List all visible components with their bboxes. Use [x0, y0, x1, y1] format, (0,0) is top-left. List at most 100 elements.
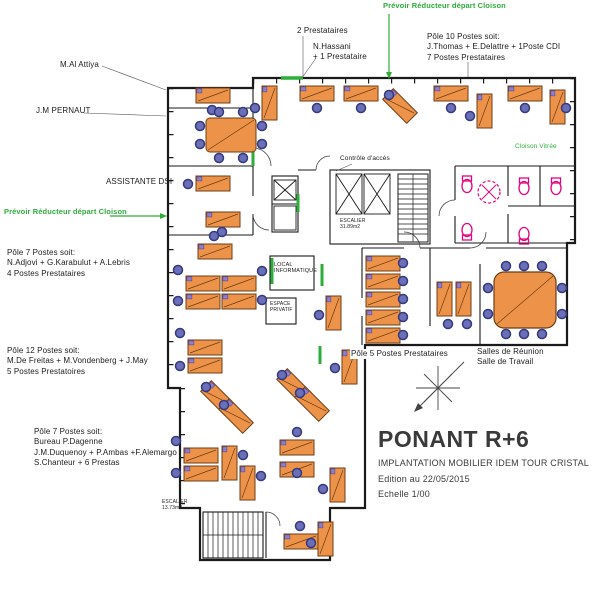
drawing-scale: Echelle 1/00 [378, 489, 430, 499]
label-2-prestataires: 2 Prestataires [297, 26, 348, 35]
chair [519, 102, 531, 114]
desk [279, 439, 315, 456]
chair [249, 102, 261, 114]
desk [507, 85, 543, 102]
label-cloison-vitree: Cloison Vitrée [515, 143, 557, 150]
desk [436, 281, 453, 317]
desk [455, 281, 472, 317]
label-escalier-core: ESCALIER 31.89m2 [340, 218, 366, 230]
desk [187, 357, 223, 374]
chair [397, 257, 409, 269]
chair [560, 102, 572, 114]
desk [195, 87, 231, 104]
chair [208, 230, 220, 242]
wc-icon [461, 222, 473, 241]
wc-icon [461, 175, 473, 194]
label-al-attiya: M.Al Attiya [60, 60, 99, 69]
desk [299, 85, 335, 102]
pmr-circle [477, 180, 501, 204]
chair [182, 178, 194, 190]
meeting-table [194, 106, 268, 164]
chair [383, 89, 395, 101]
desk [183, 447, 219, 464]
label-top-reducer: Prévoir Réducteur départ Cloison [383, 1, 506, 10]
wc-icon [518, 226, 530, 245]
desk [317, 521, 334, 557]
green-leader-arrows [110, 14, 392, 219]
desk [205, 211, 241, 228]
stairwell-core [397, 173, 429, 243]
chair [172, 264, 184, 276]
label-left-reducer: Prévoir Réducteur départ Cloison [4, 207, 127, 216]
chair [237, 449, 249, 461]
window-mullions [167, 77, 575, 508]
desk [261, 85, 278, 121]
desk [365, 255, 401, 272]
chair [329, 362, 341, 374]
chair [461, 318, 473, 330]
chair [397, 275, 409, 287]
desk [221, 445, 238, 481]
label-local-informatique: LOCAL INFORMATIQUE [274, 262, 317, 275]
label-pole12: Pôle 12 Postes soit: M.De Freitas + M.Vo… [7, 346, 148, 376]
desk [476, 93, 493, 129]
chair [170, 467, 182, 479]
chair [397, 329, 409, 341]
desk [221, 293, 257, 310]
chair [313, 309, 325, 321]
stairwell-bottom [203, 512, 263, 558]
chair [445, 102, 457, 114]
chair [200, 381, 212, 393]
chair [355, 102, 367, 114]
drawing-subtitle: IMPLANTATION MOBILIER IDEM TOUR CRISTAL [378, 458, 589, 468]
label-pole7-b: Pôle 7 Postes soit: Bureau P.Dagenne J.M… [34, 427, 177, 468]
label-pole10: Pôle 10 Postes soit: J.Thomas + E.Delatt… [427, 32, 561, 62]
desk [329, 467, 346, 503]
chair [291, 426, 303, 438]
chair [174, 327, 186, 339]
toilet-fixtures [461, 175, 562, 245]
chair [317, 483, 329, 495]
drawing-title: PONANT R+6 [378, 426, 530, 452]
desk [197, 243, 233, 260]
desk [365, 327, 401, 344]
desk [195, 175, 231, 192]
desk [221, 275, 257, 292]
compass-rose [414, 361, 465, 412]
label-hassani: N.Hassani + 1 Prestataire [313, 42, 367, 62]
chair [294, 520, 306, 532]
desk [187, 339, 223, 356]
label-assistante-dsi: ASSISTANTE DSI [106, 177, 173, 186]
chair [276, 369, 288, 381]
wc-icon [518, 177, 530, 196]
chair [174, 360, 186, 372]
core-elevators [273, 173, 391, 231]
label-pole7-a: Pôle 7 Postes soit: N.Adjovi + G.Karabul… [7, 248, 130, 278]
desk [183, 465, 219, 482]
chair [305, 537, 317, 549]
desk [185, 275, 221, 292]
chair [255, 470, 267, 482]
label-pernaut: J.M PERNAUT [36, 106, 91, 115]
chair [294, 387, 306, 399]
label-espace-privatif: ESPACE PRIVATIF [270, 301, 293, 313]
green-partitions [251, 76, 324, 364]
conference-table [482, 260, 568, 340]
chair [291, 467, 303, 479]
furniture [170, 85, 572, 557]
label-controle-acces: Contrôle d'accès [340, 155, 390, 162]
chair [397, 293, 409, 305]
desk [433, 85, 469, 102]
chair [442, 318, 454, 330]
leader-lines [83, 36, 469, 172]
desk [325, 295, 342, 331]
desk [365, 309, 401, 326]
drawing-edition: Edition au 22/05/2015 [378, 474, 470, 484]
chair [311, 102, 323, 114]
desk [365, 273, 401, 290]
wc-icon [550, 177, 562, 196]
chair [172, 295, 184, 307]
chair [397, 311, 409, 323]
label-salles: Salles de Réunion Salle de Travail [477, 347, 544, 367]
